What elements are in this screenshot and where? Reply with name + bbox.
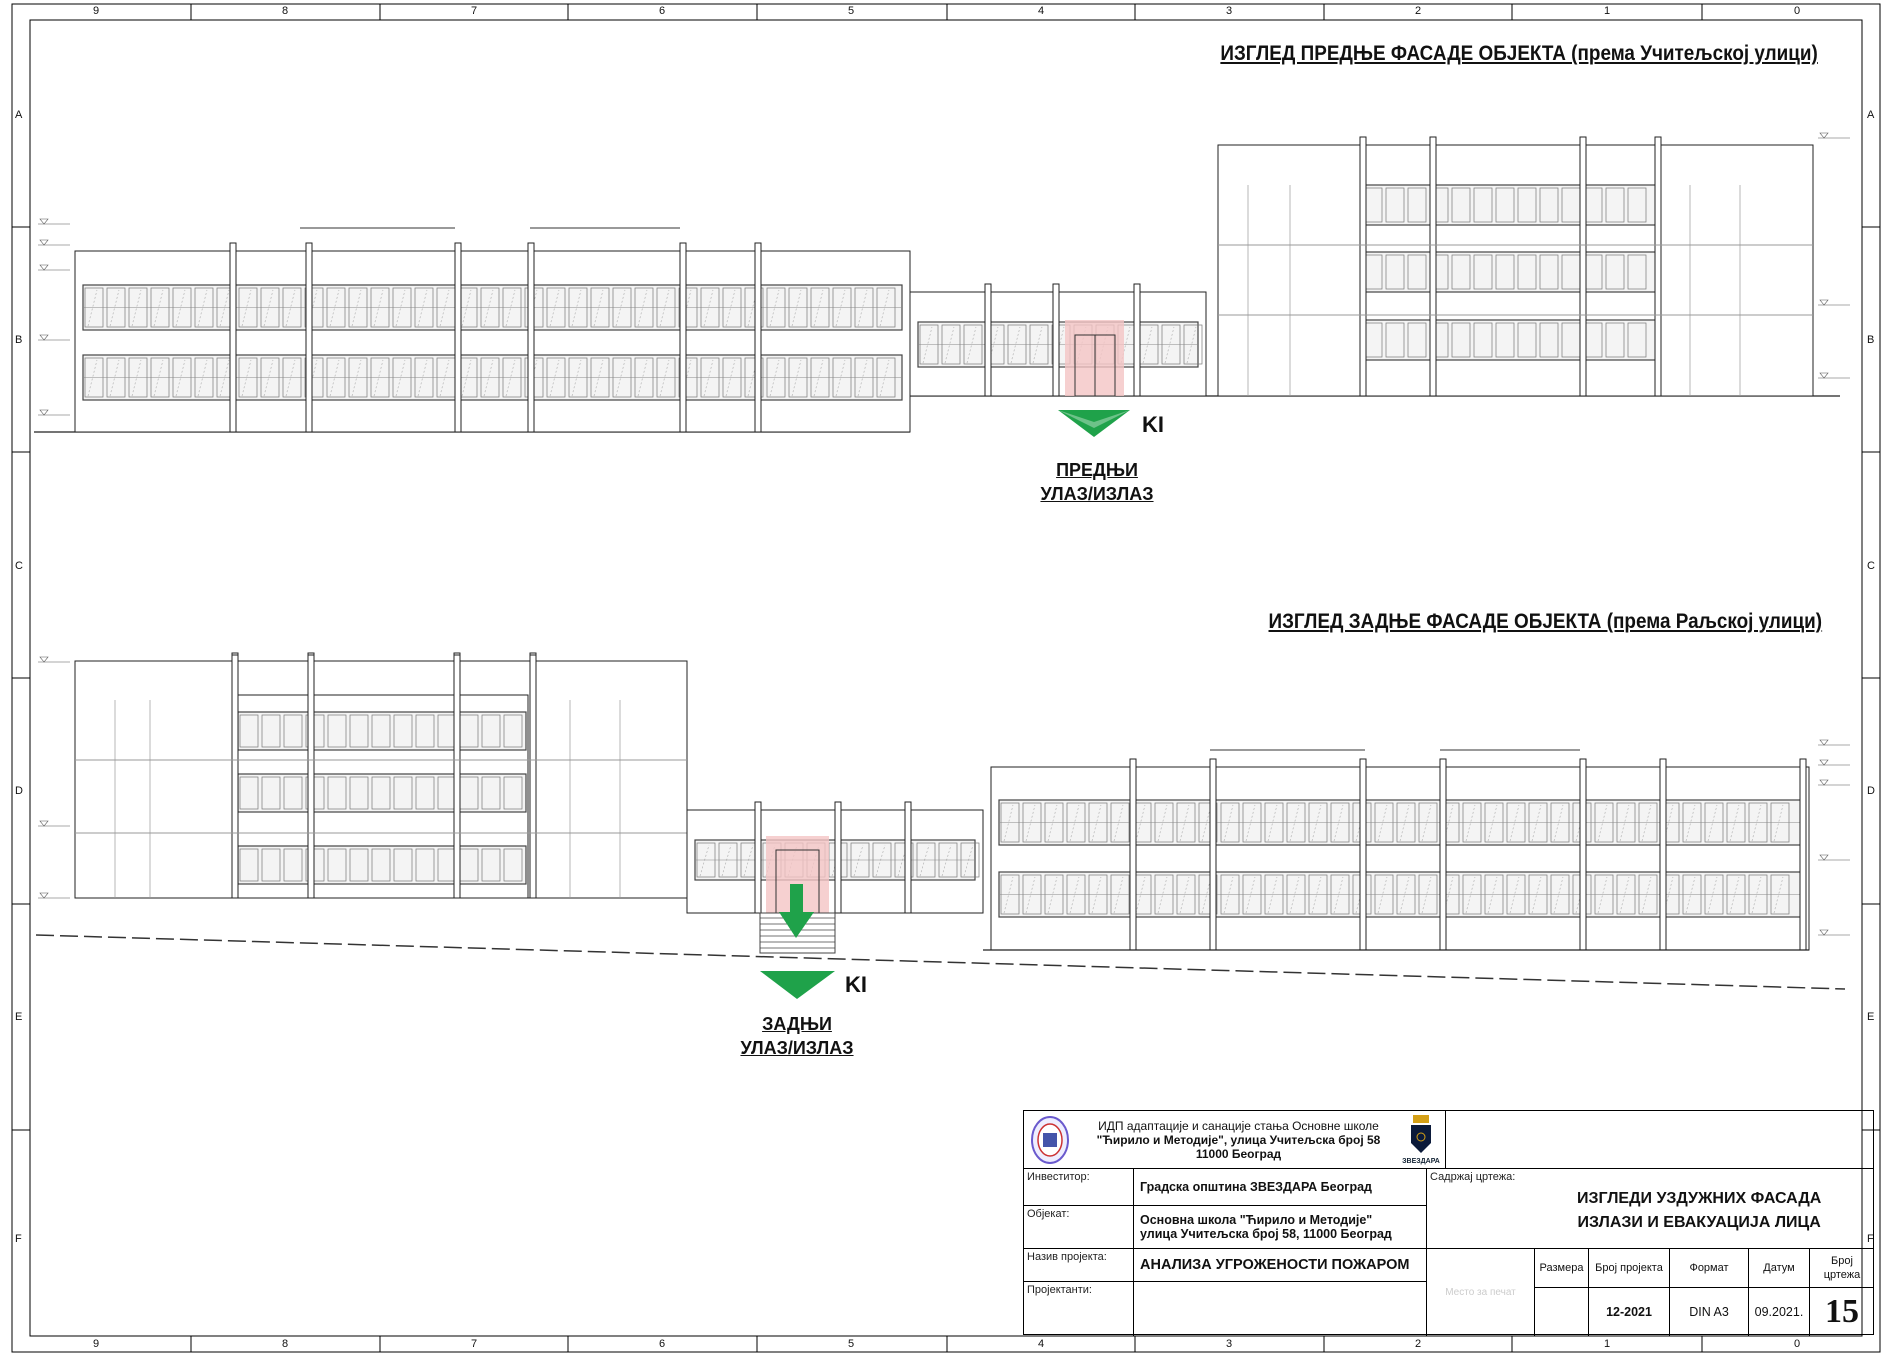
grid-column-number: 3 — [1225, 5, 1233, 17]
front-exit-marker: KI — [1142, 412, 1164, 437]
header-line2: "Ћирило и Методије", улица Учитељска бро… — [1096, 1132, 1381, 1147]
grid-row-letter: E — [15, 1011, 23, 1023]
object-label: Објекат: — [1024, 1206, 1134, 1249]
rear-exit-chevron-icon — [760, 971, 835, 999]
header-empty-cell — [1446, 1111, 1874, 1169]
grid-column-number: 9 — [92, 5, 100, 17]
rear-exit-label-line1: ЗАДЊИ — [762, 1014, 832, 1034]
municipality-crest-icon — [1411, 1114, 1431, 1153]
grid-row-letter: D — [1867, 785, 1875, 797]
grid-row-letter: C — [15, 560, 23, 572]
project-name-value: АНАЛИЗА УГРОЖЕНОСТИ ПОЖАРОМ — [1134, 1249, 1427, 1282]
designers-value — [1134, 1282, 1427, 1336]
grid-column-number: 0 — [1793, 5, 1801, 17]
header-line3: 11000 Београд — [1195, 1146, 1282, 1161]
project-no-label: Број пројекта — [1589, 1249, 1670, 1288]
grid-row-letter: F — [1867, 1233, 1874, 1245]
grid-column-number: 5 — [847, 1338, 855, 1350]
grid-column-number: 8 — [281, 1338, 289, 1350]
content-label: Садржај цртежа: — [1430, 1171, 1516, 1183]
front-exit-label-line2: УЛАЗ/ИЗЛАЗ — [1040, 484, 1154, 504]
grid-row-letter: F — [15, 1233, 22, 1245]
drawing-no-value: 15 — [1825, 1293, 1859, 1330]
grid-row-letter: A — [15, 109, 23, 121]
grid-column-number: 3 — [1225, 1338, 1233, 1350]
scale-label: Размера — [1535, 1249, 1589, 1288]
rear-exit-label: ЗАДЊИ УЛАЗ/ИЗЛАЗ — [740, 1012, 853, 1060]
grid-column-number: 4 — [1037, 1338, 1045, 1350]
ground-line — [35, 934, 1846, 990]
grid-column-number: 6 — [658, 5, 666, 17]
rear-exit-label-line2: УЛАЗ/ИЗЛАЗ — [740, 1038, 854, 1058]
title-block: ИДП адаптације и санације стања Основне … — [1023, 1110, 1874, 1336]
grid-row-letter: B — [15, 334, 23, 346]
grid-column-number: 4 — [1037, 5, 1045, 17]
rear-exit-marker: KI — [845, 972, 867, 997]
front-facade-drawing — [34, 132, 1850, 433]
grid-column-number: 1 — [1603, 1338, 1611, 1350]
rear-facade-drawing — [38, 652, 1850, 954]
grid-row-letter: D — [15, 785, 23, 797]
format-value: DIN A3 — [1670, 1288, 1749, 1336]
object-value: Основна школа "Ћирило и Методије"улица У… — [1134, 1206, 1427, 1249]
grid-column-number: 7 — [470, 5, 478, 17]
front-exit-label-line1: ПРЕДЊИ — [1056, 460, 1138, 480]
building-block — [74, 242, 911, 433]
municipality-logo: ЗВЕЗДАРА — [1401, 1114, 1441, 1165]
building-block — [990, 758, 1810, 951]
municipality-logo-text: ЗВЕЗДАРА — [1402, 1157, 1440, 1165]
drawing-no-label: Број цртежа — [1810, 1249, 1874, 1288]
scale-value — [1535, 1288, 1589, 1336]
grid-column-number: 2 — [1414, 1338, 1422, 1350]
investor-label: Инвеститор: — [1024, 1169, 1134, 1206]
date-value: 09.2021. — [1749, 1288, 1810, 1336]
grid-column-number: 6 — [658, 1338, 666, 1350]
school-logo-icon — [1031, 1115, 1069, 1164]
building-block — [686, 801, 984, 914]
grid-row-letter: B — [1867, 334, 1875, 346]
title-block-header: ИДП адаптације и санације стања Основне … — [1024, 1111, 1446, 1169]
project-name-label: Назив пројекта: — [1024, 1249, 1134, 1282]
grid-column-number: 8 — [281, 5, 289, 17]
content-line1: ИЗГЛЕДИ УЗДУЖНИХ ФАСАДА — [1577, 1190, 1822, 1207]
grid-column-number: 9 — [92, 1338, 100, 1350]
rear-facade-title: ИЗГЛЕД ЗАДЊЕ ФАСАДЕ ОБЈЕКТА (према Раљск… — [1268, 610, 1822, 633]
header-line1: ИДП адаптације и санације стања Основне … — [1098, 1118, 1379, 1133]
grid-row-letter: A — [1867, 109, 1875, 121]
format-label: Формат — [1670, 1249, 1749, 1288]
grid-column-number: 2 — [1414, 5, 1422, 17]
drawing-content-cell: Садржај цртежа: ИЗГЛЕДИ УЗДУЖНИХ ФАСАДА … — [1427, 1169, 1874, 1249]
grid-column-number: 0 — [1793, 1338, 1801, 1350]
grid-column-number: 5 — [847, 5, 855, 17]
date-label: Датум — [1749, 1249, 1810, 1288]
stamp-placeholder: Место за печат — [1427, 1249, 1535, 1336]
grid-column-number: 7 — [470, 1338, 478, 1350]
rear-exit-arrow-down-icon — [779, 884, 814, 938]
content-line2: ИЗЛАЗИ И ЕВАКУАЦИЈА ЛИЦА — [1577, 1214, 1821, 1231]
investor-value: Градска општина ЗВЕЗДАРА Београд — [1134, 1169, 1427, 1206]
grid-row-letter: C — [1867, 560, 1875, 572]
designers-label: Пројектанти: — [1024, 1282, 1134, 1336]
building-block — [909, 283, 1207, 397]
front-exit-chevron-icon — [1058, 410, 1130, 437]
grid-column-number: 1 — [1603, 5, 1611, 17]
front-facade-title: ИЗГЛЕД ПРЕДЊЕ ФАСАДЕ ОБЈЕКТА (према Учит… — [1220, 42, 1818, 65]
project-no-value: 12-2021 — [1589, 1288, 1670, 1336]
front-exit-label: ПРЕДЊИ УЛАЗ/ИЗЛАЗ — [1040, 458, 1153, 506]
grid-row-letter: E — [1867, 1011, 1875, 1023]
